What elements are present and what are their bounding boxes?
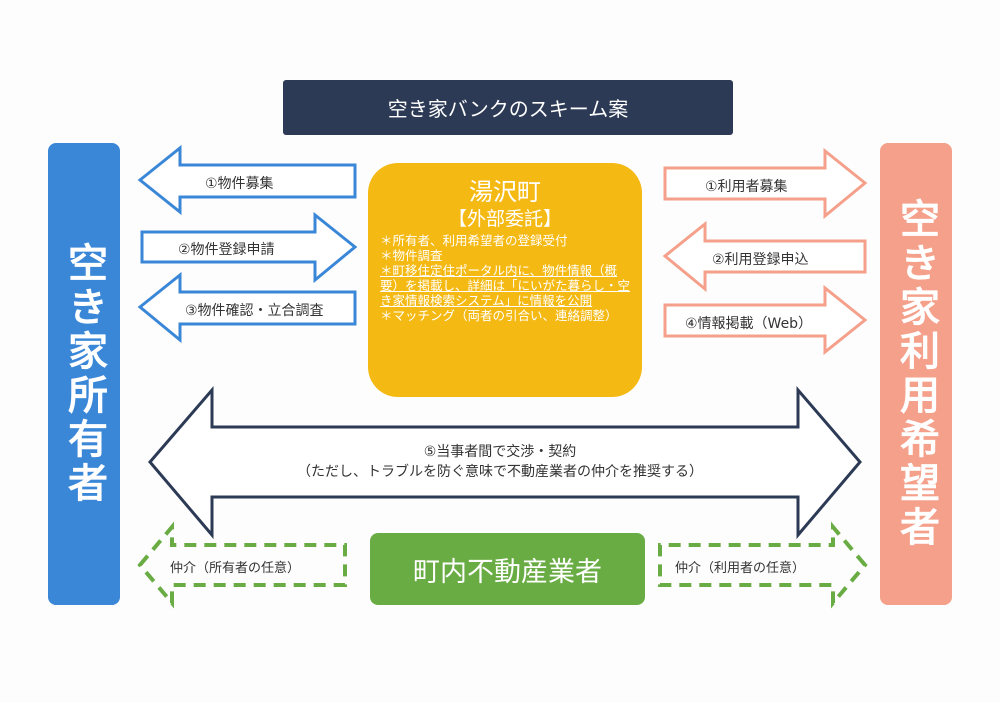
arrow-label: ③物件確認・立合調査 — [185, 303, 324, 319]
town-item: ＊マッチング（両者の引合い、連絡調整） — [380, 308, 618, 323]
contract-line1: ⑤当事者間で交渉・契約 — [423, 444, 577, 460]
arrow-right-r4 — [663, 284, 868, 356]
town-subheading: 【外部委託】 — [447, 208, 562, 230]
mediation-arrow-left — [137, 521, 347, 609]
town-item: ＊所有者、利用希望者の登録受付 — [380, 233, 568, 248]
arrow-label: ①物件募集 — [205, 176, 274, 192]
contract-line2: （ただし、トラブルを防ぐ意味で不動産業者の仲介を推奨する） — [297, 464, 703, 480]
mediation-left-label: 仲介（所有者の任意） — [170, 561, 301, 576]
arrow-left-3 — [137, 271, 357, 344]
contract-double-arrow — [148, 385, 862, 540]
town-heading: 湯沢町 — [469, 178, 541, 206]
diagram-title: 空き家バンクのスキーム案 — [283, 80, 733, 135]
user-box: 空き家利用希望者 — [880, 143, 952, 605]
town-item: ＊物件調査 — [380, 248, 443, 263]
arrow-left-1 — [137, 144, 357, 216]
owner-box: 空き家所有者 — [48, 143, 120, 605]
town-box: 湯沢町 【外部委託】 ＊所有者、利用希望者の登録受付 ＊物件調査 ＊町移住定住ポ… — [368, 163, 642, 397]
arrow-left-r2 — [662, 220, 867, 293]
arrow-right-r1 — [663, 147, 868, 220]
arrow-right-2 — [140, 211, 358, 284]
mediation-right-label: 仲介（利用者の任意） — [675, 561, 806, 576]
town-item-portal: ＊町移住定住ポータル内に、物件情報（概要）を掲載し、詳細は「にいがた暮らし・空き… — [380, 263, 631, 308]
arrow-label: ①利用者募集 — [705, 179, 788, 195]
agent-box: 町内不動産業者 — [370, 533, 645, 605]
arrow-label: ②物件登録申請 — [178, 242, 275, 258]
arrow-label: ②利用登録申込 — [712, 252, 809, 268]
mediation-arrow-right — [658, 521, 868, 609]
arrow-label: ④情報掲載（Web） — [685, 316, 813, 332]
